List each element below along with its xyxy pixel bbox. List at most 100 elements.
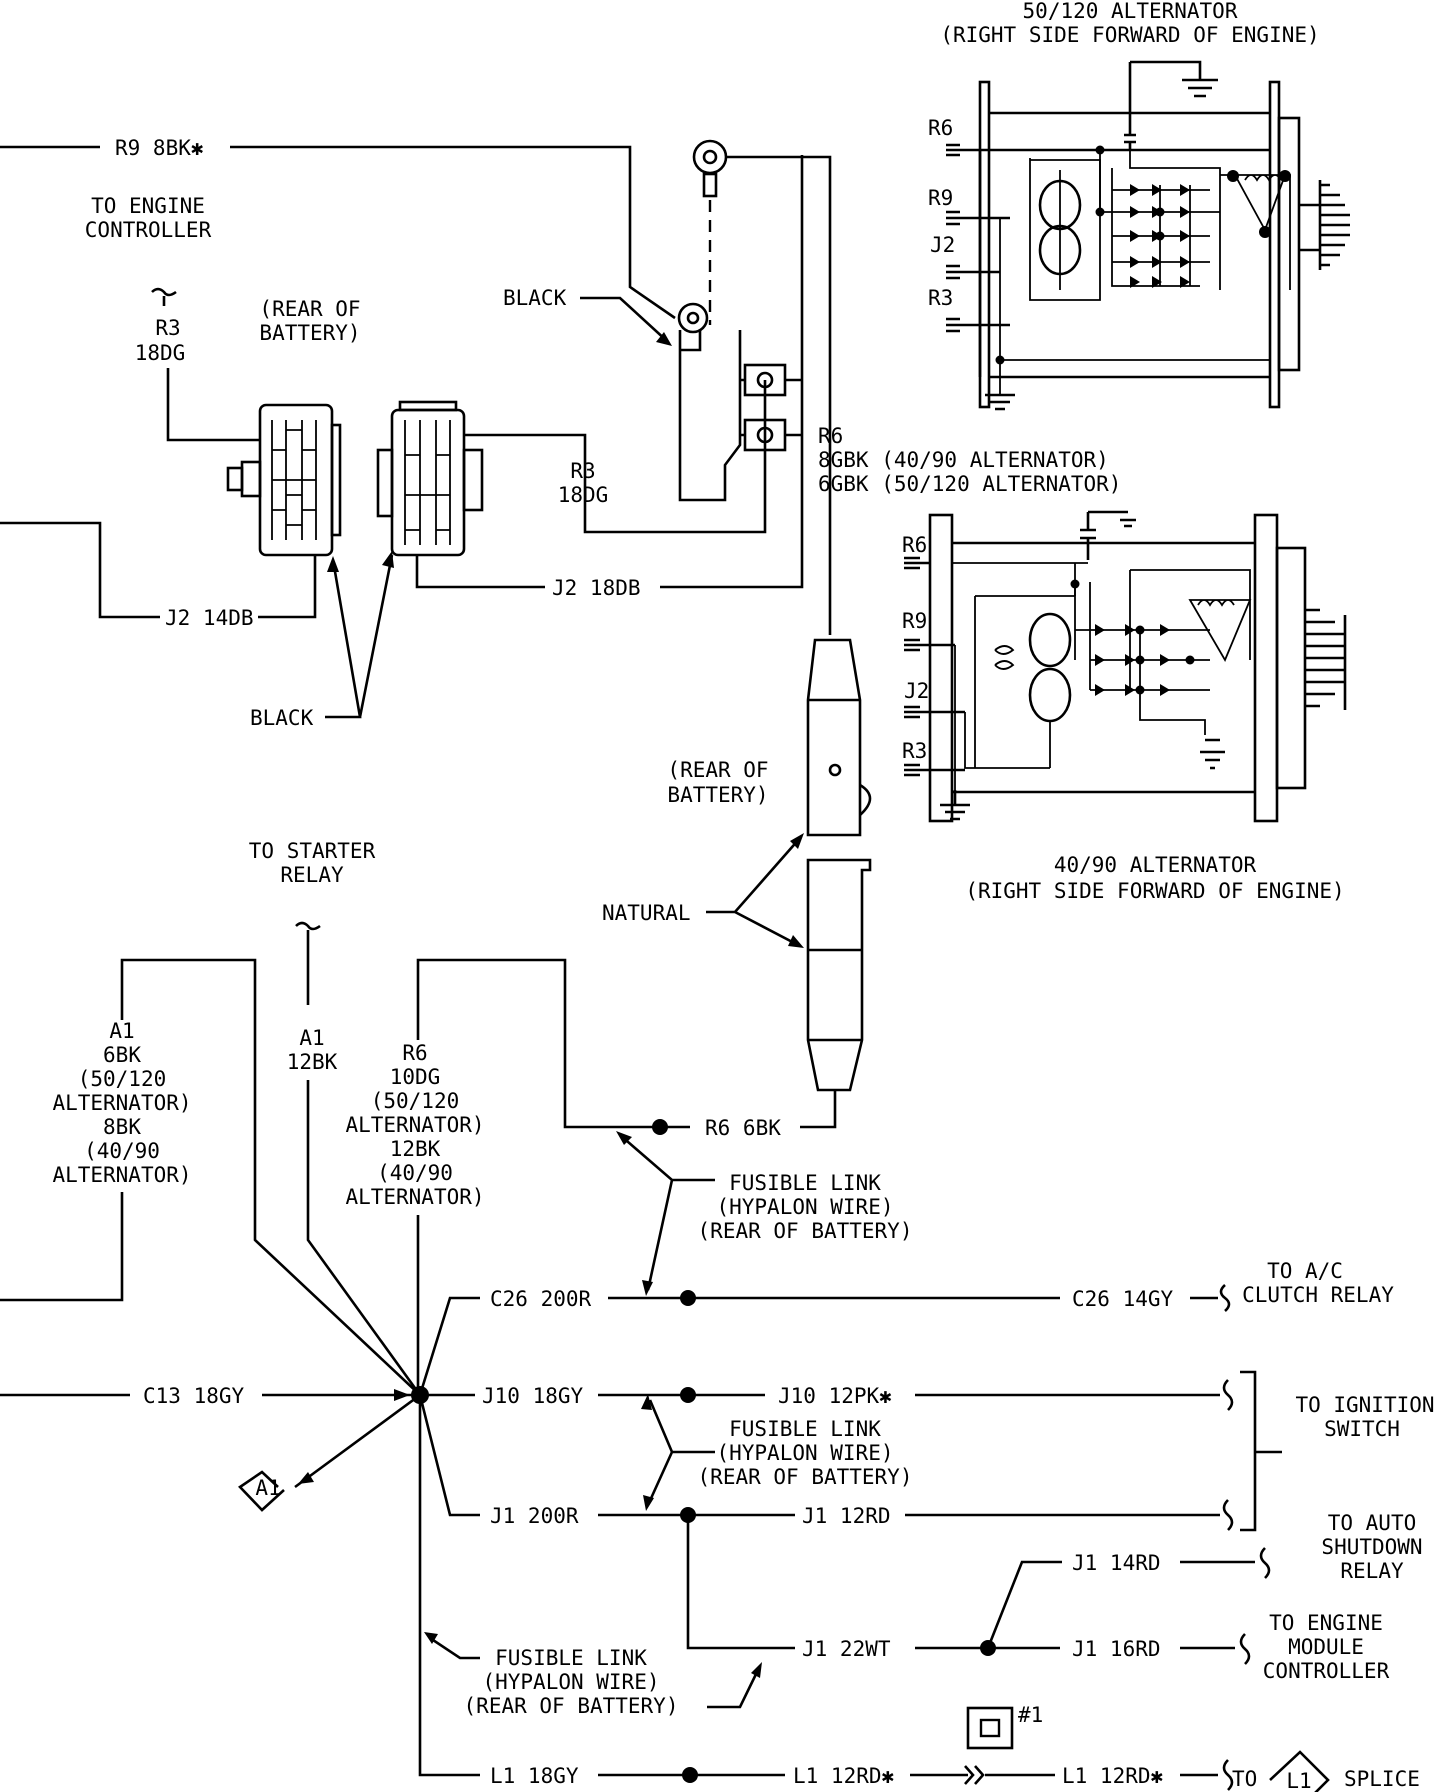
alt-50-120-body <box>978 111 1270 379</box>
alt-40-90-diodes-icon <box>1070 579 1195 696</box>
to-asd-label-2: SHUTDOWN <box>1321 1535 1422 1559</box>
j2-mid-wire <box>415 155 804 589</box>
a1-left-label-7: ALTERNATOR) <box>52 1163 191 1187</box>
alt-40-90-title: 40/90 ALTERNATOR <box>1054 853 1257 877</box>
a1-diamond-label: A1 <box>255 1476 280 1500</box>
a1-left-label-2: 6BK <box>103 1043 141 1067</box>
fusible-link-1-label-3: (REAR OF BATTERY) <box>698 1219 913 1243</box>
j2-left-wire-b <box>258 555 317 619</box>
splice-ref-label: L1 <box>1286 1769 1311 1792</box>
alt-50-120-pulley-hub <box>1277 116 1301 372</box>
to-ecm-label-3: CONTROLLER <box>1263 1659 1390 1683</box>
j1-14rd-termination-icon <box>1259 1547 1271 1579</box>
alt-50-120-internal-wiring <box>999 158 1270 395</box>
r6-main-label-2: 8GBK (40/90 ALTERNATOR) <box>818 448 1109 472</box>
a1-left-label-5: 8BK <box>103 1115 141 1139</box>
alt-50-120-housing-left <box>978 80 991 409</box>
fusible-link-3-label-3: (REAR OF BATTERY) <box>464 1694 679 1718</box>
r6-main-label-1: R6 <box>818 424 843 448</box>
j1-16rd-termination-icon <box>1239 1633 1251 1665</box>
black-bottom-arrows <box>325 554 394 719</box>
r3-mid-wire <box>464 380 767 534</box>
alt-40-90-inner-ground-icon <box>1200 738 1225 770</box>
alt-40-90-field-coil-icon <box>994 645 1051 768</box>
fusible-link-3-arrows <box>429 1636 760 1709</box>
alt-50-120-stud-icons <box>946 143 1010 333</box>
alt-40-90-stator-icon <box>1188 599 1252 663</box>
black-top-arrow <box>580 296 669 343</box>
to-splice-to-label: TO <box>1232 1767 1257 1791</box>
to-asd-label-3: RELAY <box>1340 1559 1404 1583</box>
natural-arrows <box>706 837 801 948</box>
l1-splice <box>682 1767 698 1783</box>
alt-50-120-terminal-r3: R3 <box>928 286 953 310</box>
alt-40-90-stud-icons <box>904 556 965 777</box>
black-top-arrowhead <box>656 332 672 346</box>
alt-50-120-rotor-upper-icon <box>1038 179 1082 231</box>
c26-right-label: C26 14GY <box>1072 1287 1174 1311</box>
alt-50-120-title: 50/120 ALTERNATOR <box>1023 0 1238 23</box>
l1-splice-diamond-icon <box>1269 1750 1330 1792</box>
r3-mid-label-1: R3 <box>570 459 595 483</box>
r6-left-label-7: ALTERNATOR) <box>345 1185 484 1209</box>
alt-40-90-location: (RIGHT SIDE FORWARD OF ENGINE) <box>965 879 1344 903</box>
a1-mid-label-2: 12BK <box>287 1050 338 1074</box>
alternator-40-90: 40/90 ALTERNATOR (RIGHT SIDE FORWARD OF … <box>902 510 1347 903</box>
fusible-link-3-label-1: FUSIBLE LINK <box>495 1646 647 1670</box>
alt-40-90-housing-right <box>1253 513 1279 823</box>
j1-22wt-label: J1 22WT <box>802 1637 891 1661</box>
lower-wiring: TO STARTER RELAY A1 6BK (50/120 ALTERNAT… <box>0 839 1435 1792</box>
alt-40-90-internal-wiring <box>952 562 1088 790</box>
alt-50-120-stator-node-b <box>1279 170 1291 182</box>
alt-50-120-top-ground-icon <box>1124 60 1218 150</box>
alt-40-90-terminals: R6 R9 J2 R3 <box>902 533 965 777</box>
l1-left-label: L1 18GY <box>490 1764 579 1788</box>
r9-wire <box>0 145 676 320</box>
l1-right-label: L1 12RD✱ <box>1062 1764 1164 1788</box>
alt-40-90-terminal-j2: J2 <box>904 679 929 703</box>
to-ignition-label-1: TO IGNITION <box>1295 1393 1434 1417</box>
alt-40-90-rotor-lower-icon <box>1028 667 1072 723</box>
main-splice-arrowheads <box>298 1389 410 1484</box>
fusible-link-1-label-1: FUSIBLE LINK <box>729 1171 881 1195</box>
to-ignition-label-2: SWITCH <box>1324 1417 1400 1441</box>
a1-mid-wire <box>306 1080 422 1396</box>
alt-50-120-terminal-j2: J2 <box>930 233 955 257</box>
fusible-link-1-label-2: (HYPALON WIRE) <box>716 1195 893 1219</box>
j1-22wt-wire <box>686 1515 1060 1650</box>
r6-main-label-3: 6GBK (50/120 ALTERNATOR) <box>818 472 1121 496</box>
alt-40-90-terminal-r9: R9 <box>902 609 927 633</box>
j1-16rd-label: J1 16RD <box>1072 1637 1161 1661</box>
l1-inline-connector-icon <box>964 1765 985 1785</box>
r6-left-label-4: ALTERNATOR) <box>345 1113 484 1137</box>
r3-mid-label-2: 18DG <box>558 483 609 507</box>
l1-termination-icon <box>1222 1759 1234 1791</box>
splice-word-label: SPLICE <box>1344 1767 1420 1791</box>
to-engine-controller-label-1: TO ENGINE <box>91 194 205 218</box>
alt-50-120-location: (RIGHT SIDE FORWARD OF ENGINE) <box>940 23 1319 47</box>
j10-splice <box>680 1387 696 1403</box>
alt-40-90-top-ground-icon <box>1080 510 1136 560</box>
a1-left-label-3: (50/120 <box>78 1067 167 1091</box>
to-ac-label-2: CLUTCH RELAY <box>1242 1283 1394 1307</box>
rear-battery-b-label-2: BATTERY) <box>667 783 768 807</box>
r6-10dg-wire <box>416 958 690 1129</box>
left-connector-icon <box>226 403 342 557</box>
alt-50-120-housing-right <box>1268 80 1281 409</box>
to-ecm-label-1: TO ENGINE <box>1269 1611 1383 1635</box>
j2-left-label: J2 14DB <box>165 606 254 630</box>
alt-40-90-terminal-r3: R3 <box>902 739 927 763</box>
r6-left-label-1: R6 <box>402 1041 427 1065</box>
connector-ref-icon <box>966 1706 1014 1750</box>
r6-6bk-label: R6 6BK <box>705 1116 781 1140</box>
black-bottom-arrowheads <box>327 551 394 572</box>
top-left-wiring: R9 8BK✱ TO ENGINE CONTROLLER R3 18DG (RE… <box>0 136 1121 730</box>
battery-terminal-icon <box>677 139 802 502</box>
r9-wire-label: R9 8BK✱ <box>115 136 204 160</box>
c26-termination-icon <box>1190 1284 1231 1312</box>
a1-left-wire <box>0 958 421 1396</box>
a1-left-label-1: A1 <box>109 1019 134 1043</box>
j1-left-label: J1 200R <box>490 1504 579 1528</box>
alt-40-90-pulley-hub <box>1275 546 1307 790</box>
fusible-link-2-label-2: (HYPALON WIRE) <box>716 1441 893 1465</box>
